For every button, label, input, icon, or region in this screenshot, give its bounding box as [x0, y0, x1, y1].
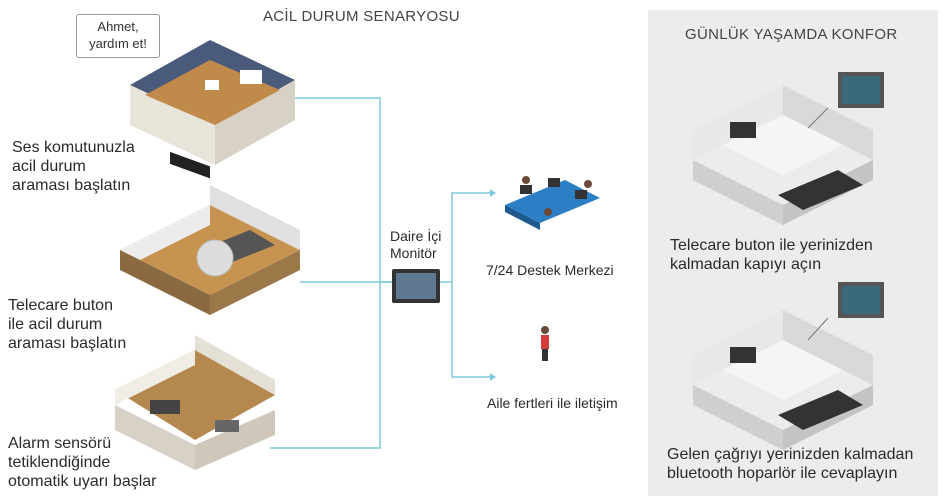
- step-voice-label: Ses komutunuzla acil durum araması başla…: [12, 139, 135, 194]
- comfort-caption-door: Telecare buton ile yerinizden kalmadan k…: [670, 237, 873, 273]
- emergency-title: ACİL DURUM SENARYOSU: [263, 8, 460, 25]
- support-center-label: 7/24 Destek Merkezi: [486, 262, 614, 278]
- step-alarm-label: Alarm sensörü tetiklendiğinde otomatik u…: [8, 435, 157, 490]
- room-telecare-illustration: [120, 185, 300, 315]
- indoor-monitor-device: [392, 269, 440, 303]
- support-center-illustration: [505, 176, 600, 230]
- comfort-illustrations: [693, 72, 884, 450]
- monitor-label: Daire İçi Monitör: [390, 228, 442, 261]
- step-telecare-label: Telecare buton ile acil durum araması ba…: [8, 297, 127, 352]
- comfort-caption-speaker: Gelen çağrıyı yerinizden kalmadan blueto…: [667, 446, 914, 482]
- comfort-room-speaker-illustration: [693, 282, 884, 450]
- family-person-illustration: [541, 326, 549, 361]
- comfort-room-door-illustration: [693, 72, 884, 225]
- family-label: Aile fertleri ile iletişim: [487, 395, 618, 411]
- comfort-title: GÜNLÜK YAŞAMDA KONFOR: [685, 26, 898, 43]
- line-to-support: [451, 192, 490, 282]
- room-alarm-illustration: [115, 335, 275, 470]
- comfort-panel: [648, 10, 938, 496]
- line-to-family: [451, 282, 490, 378]
- room-voice-illustration: [130, 40, 295, 179]
- line-room3: [270, 282, 381, 449]
- voice-command-bubble: Ahmet, yardım et!: [76, 14, 160, 58]
